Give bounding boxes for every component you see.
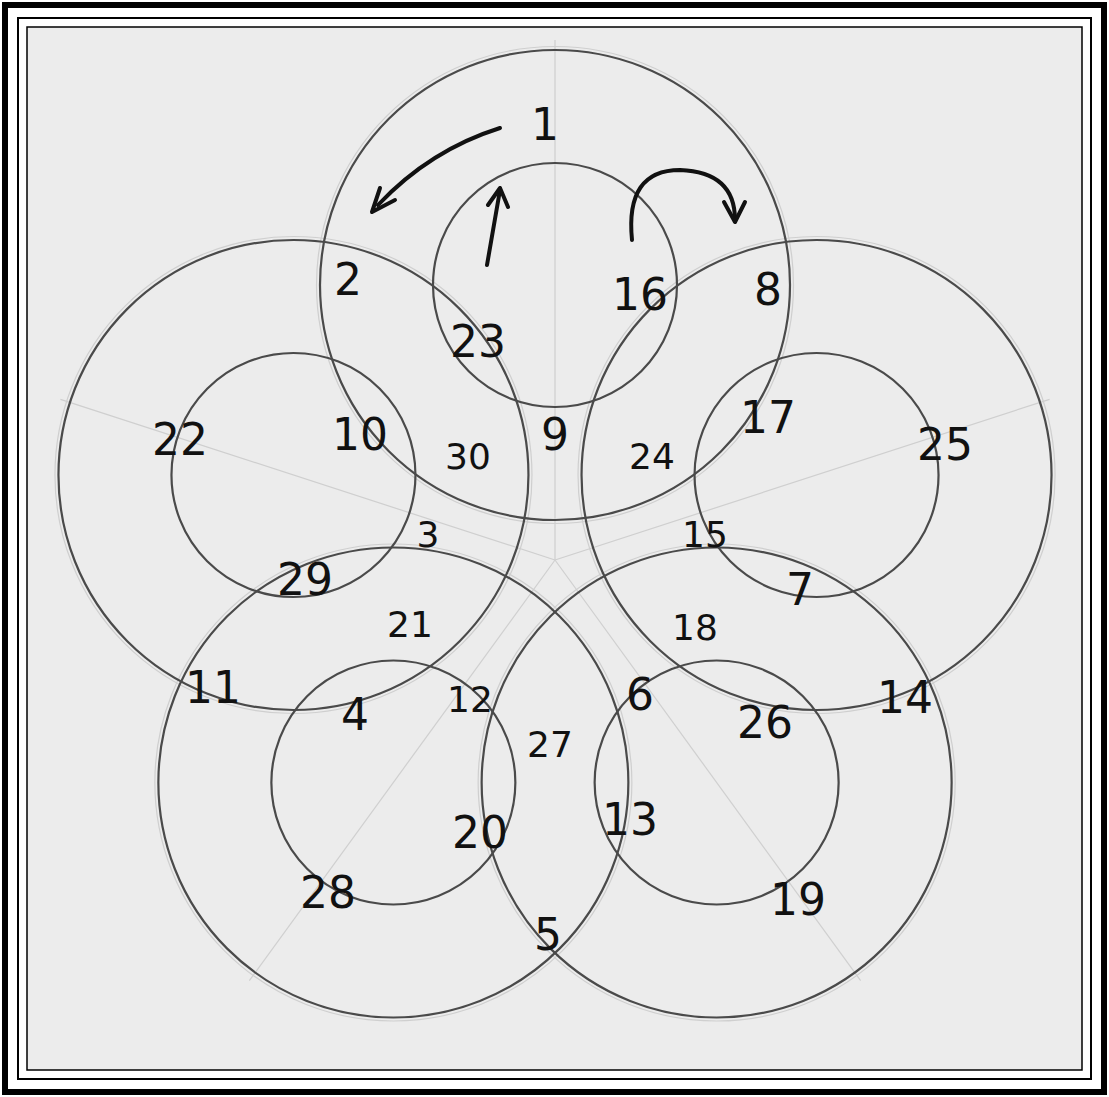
ring-outline	[595, 660, 839, 904]
pencil-guide	[555, 560, 861, 981]
region-number: 7	[786, 568, 814, 612]
ring-outline	[320, 50, 790, 520]
ring-outline	[271, 660, 515, 904]
region-number: 20	[452, 811, 508, 855]
pencil-guide	[249, 560, 555, 981]
region-number: 5	[534, 913, 562, 957]
pencil-guide	[555, 399, 1050, 560]
region-number: 9	[541, 413, 569, 457]
ring-outline	[58, 240, 528, 710]
region-number: 14	[877, 676, 933, 720]
region-number: 15	[682, 517, 728, 553]
region-number: 11	[185, 666, 241, 710]
ring-outline	[433, 163, 677, 407]
pencil-guide	[155, 544, 632, 1021]
region-number: 8	[754, 268, 782, 312]
region-number: 30	[445, 439, 491, 475]
region-number: 24	[629, 439, 675, 475]
region-number: 21	[387, 607, 433, 643]
region-number: 22	[152, 418, 208, 462]
region-number: 23	[450, 320, 506, 364]
pencil-guide	[478, 544, 955, 1021]
region-number: 4	[341, 693, 369, 737]
region-number: 1	[531, 103, 559, 147]
region-number: 26	[737, 701, 793, 745]
region-number: 17	[740, 396, 796, 440]
region-number: 19	[770, 878, 826, 922]
region-number: 12	[447, 682, 493, 718]
ring-outline	[582, 240, 1052, 710]
region-number: 29	[277, 558, 333, 602]
region-number: 6	[626, 673, 654, 717]
ring-outline	[158, 547, 628, 1017]
region-number: 10	[332, 413, 388, 457]
region-number: 2	[334, 258, 362, 302]
region-number: 18	[672, 610, 718, 646]
region-number: 25	[917, 423, 973, 467]
region-number: 28	[300, 871, 356, 915]
region-number: 13	[602, 798, 658, 842]
region-number: 27	[527, 727, 573, 763]
region-number: 16	[612, 273, 668, 317]
ring-outline	[482, 547, 952, 1017]
pencil-guide	[60, 399, 555, 560]
region-number: 3	[417, 517, 440, 553]
ring-outline	[695, 353, 939, 597]
